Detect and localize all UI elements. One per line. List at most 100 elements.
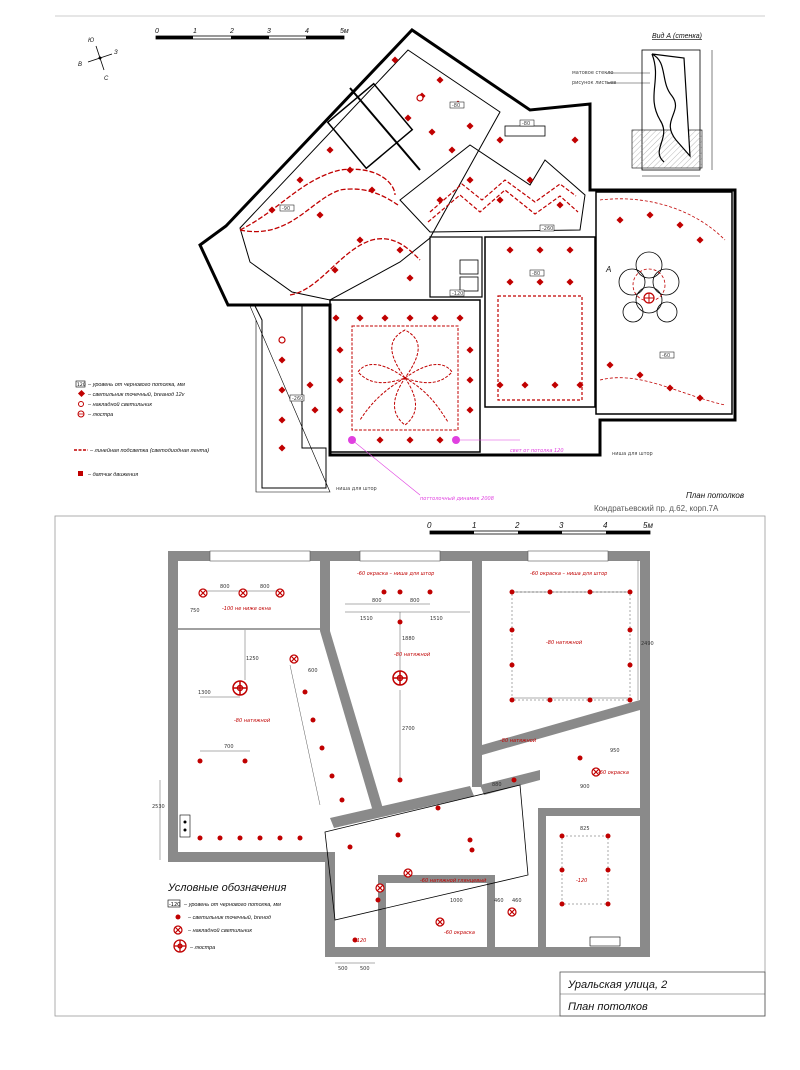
dim: 880 [492, 782, 502, 788]
dim: 900 [580, 784, 590, 790]
dim: 800 [372, 598, 382, 604]
dim: 800 [260, 584, 270, 590]
title-block-street: Уральская улица, 2 [567, 979, 667, 991]
dim: 1000 [450, 898, 463, 904]
compass-w: В [78, 62, 82, 68]
dim: 825 [580, 826, 590, 832]
legend2-item-spot: – светильник точечный, breнoд [187, 914, 271, 921]
plan1-right-room [595, 191, 733, 415]
plan1-outer-wall [198, 28, 737, 457]
scale2-tick-4: 4 [603, 521, 608, 530]
plan1-wing-room [239, 49, 501, 301]
sheet1-title: План потолков [686, 491, 744, 500]
tag-curtain-niche-2: -60 окраска – ниша для штор [530, 571, 607, 577]
legend1-item-sensor: – датчик движения [87, 472, 138, 478]
dim-texts-sheet2: 800 800 750 1300 1250 700 1510 1510 1880… [152, 584, 654, 972]
surface-lights-sheet2 [198, 588, 601, 927]
sheet2-frame [54, 515, 766, 1017]
dim: 800 [220, 584, 230, 590]
note-light: свет от потолка 120 [510, 448, 564, 454]
dim: 750 [190, 608, 200, 614]
dim: 460 [494, 898, 504, 904]
view-a-title: Вид А (стенка) [652, 32, 702, 40]
dim: 2530 [152, 804, 165, 810]
plan1-zigzag-room [399, 144, 586, 233]
tag-stretch-2: -80 натяжной [394, 652, 431, 658]
compass-icon: Ю З В С [78, 38, 118, 82]
tag-stretch-1: -80 натяжной [234, 718, 271, 724]
scale1-tick-0: 0 [155, 28, 159, 35]
compass-e: З [114, 50, 118, 56]
scale2-tick-0: 0 [427, 521, 432, 530]
dim: 1510 [360, 616, 373, 622]
view-a-marker: А [605, 265, 611, 274]
legend-sheet2: Условные обозначения -120 – уровень от ч… [167, 882, 287, 953]
sheet2-scale-bar: 0 1 2 3 4 5м [427, 521, 653, 535]
scale2-tick-2: 2 [514, 521, 520, 530]
plan1-middle-room [484, 236, 596, 408]
dim: 700 [224, 744, 234, 750]
tag-stretch-3: -80 натяжной [546, 640, 583, 646]
dim: 2700 [402, 726, 415, 732]
leaf-ceiling-pattern [351, 325, 459, 431]
legend2-title: Условные обозначения [167, 882, 287, 894]
scale1-tick-5: 5м [340, 28, 349, 35]
view-a-note-glass: матовое стекло [572, 70, 614, 76]
room-tag: -80 [522, 121, 530, 127]
compass-s: С [104, 76, 109, 82]
legend2-item-surface: – накладной светильник [187, 927, 252, 934]
scale2-tick-1: 1 [472, 521, 476, 530]
chandelier-icon [643, 292, 655, 304]
legend1-item-surface: – накладной светильник [87, 401, 152, 408]
legend2-symbol: -120 [169, 902, 180, 908]
dim: 500 [338, 966, 348, 972]
tag-stretch-4: -80 натяжной [500, 738, 537, 744]
sheet1-plan [198, 28, 737, 493]
spotlights-sheet2 [197, 589, 633, 943]
flower-ceiling [599, 198, 726, 406]
view-a-note-leaves: рисунок листьев [572, 80, 616, 86]
title-block: Уральская улица, 2 План потолков [559, 971, 766, 1017]
dim: 800 [410, 598, 420, 604]
room-tags-sheet1: -90 -80 -80 -60 -260 -260 -80 -120 [279, 101, 675, 402]
surface-lights-sheet1 [278, 94, 424, 344]
dim: 1510 [430, 616, 443, 622]
tag-stretch-glossy: -60 натяжной глянцевый [420, 878, 487, 884]
chandelier-icon [232, 670, 408, 696]
view-a-detail: Вид А (стенка) матовое стекло рисунок ли… [572, 32, 713, 177]
dim: 950 [610, 748, 620, 754]
room-tag: -80 [452, 103, 460, 109]
legend1-item-chandelier: – люстра [87, 412, 113, 418]
legend1-item-level: – уровень от чернового потолка, мм [87, 382, 185, 388]
legend-sheet1: 120 – уровень от чернового потолка, мм –… [74, 380, 209, 478]
plan1-hall [329, 299, 481, 453]
sheet1-scale-bar: 0 1 2 3 4 5м [155, 28, 349, 40]
dim: 1250 [246, 656, 259, 662]
scale2-tick-3: 3 [559, 521, 564, 530]
room-tag: -260 [542, 226, 553, 232]
dim: 600 [308, 668, 318, 674]
room-tag: -90 [282, 206, 290, 212]
scale1-tick-3: 3 [267, 28, 271, 35]
dim: 2490 [641, 641, 654, 647]
tag-paint-2: -60 окраска [444, 930, 475, 936]
dim: 1300 [198, 690, 211, 696]
legend1-item-spot: – светильник точечный, breaнoд 12v [87, 391, 186, 398]
room-tag: -120 [452, 291, 463, 297]
sheet1-address: Кондратьевский пр. д.62, корп.7А [594, 504, 719, 513]
tag-not-below-window: -100 не ниже окна [222, 606, 271, 612]
room-tag: -260 [292, 396, 303, 402]
room-tag: -80 [532, 271, 540, 277]
scale1-tick-4: 4 [305, 28, 309, 35]
legend2-item-level: – уровень от чернового потолка, мм [183, 902, 281, 908]
legend1-item-led: – линейная подсветка (светодиодная лента… [89, 447, 209, 454]
scale1-tick-2: 2 [229, 28, 234, 35]
room-tag: -60 [662, 353, 670, 359]
tag-bath: -120 [576, 878, 587, 884]
tag-hall: -120 [355, 938, 366, 944]
dim: 500 [360, 966, 370, 972]
led-strip-lines [239, 168, 421, 296]
sheet2-plan [168, 550, 650, 957]
dim: 460 [512, 898, 522, 904]
